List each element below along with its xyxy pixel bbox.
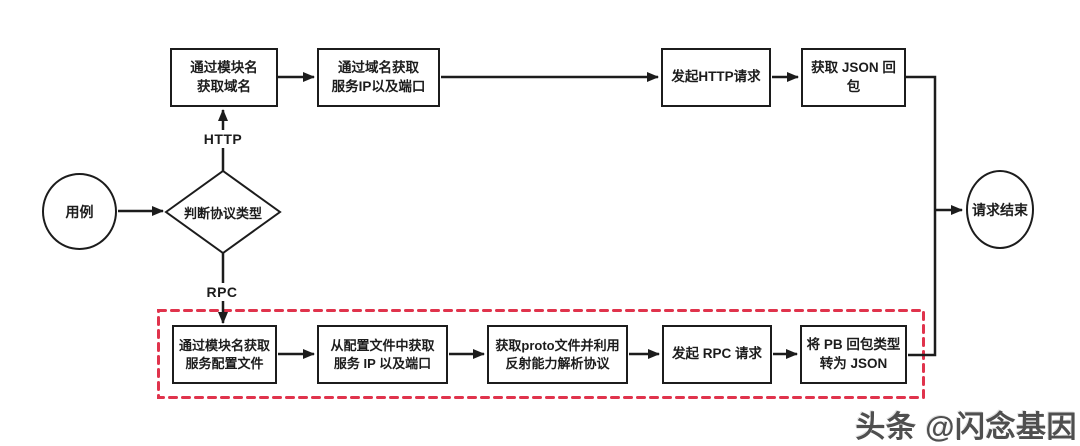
rpc-branch-label: RPC — [203, 283, 241, 301]
http-step-get-json: 获取 JSON 回 包 — [801, 48, 906, 107]
http-step-get-domain: 通过模块名 获取域名 — [170, 48, 278, 107]
decision-node: 判断协议类型 — [183, 205, 262, 221]
http-step-get-ip-port: 通过域名获取 服务IP以及端口 — [317, 48, 440, 107]
start-node: 用例 — [42, 173, 117, 250]
rpc-step-get-ip-port: 从配置文件中获取 服务 IP 以及端口 — [317, 325, 448, 384]
rpc-step-parse-proto: 获取proto文件并利用 反射能力解析协议 — [487, 325, 628, 384]
rpc-step-get-config: 通过模块名获取 服务配置文件 — [172, 325, 277, 384]
merge-line — [906, 75, 937, 357]
http-step-send-request: 发起HTTP请求 — [661, 48, 771, 107]
end-node: 请求结束 — [966, 170, 1034, 249]
rpc-step-pb-to-json: 将 PB 回包类型 转为 JSON — [800, 325, 907, 384]
decision-diamond-shape — [164, 169, 282, 255]
http-branch-label: HTTP — [200, 130, 246, 148]
rpc-step-send-request: 发起 RPC 请求 — [662, 325, 772, 384]
watermark-text: 头条 @闪念基因 — [855, 411, 1077, 444]
